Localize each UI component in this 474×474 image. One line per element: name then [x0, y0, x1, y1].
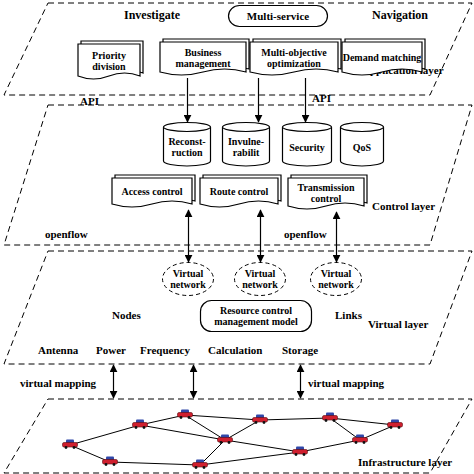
ellipse-outline	[311, 263, 362, 296]
car-icon	[388, 420, 403, 429]
node-label: Invulne- rabilit	[222, 122, 270, 166]
connector-arrow	[193, 365, 194, 398]
node-label: Route control	[200, 178, 278, 210]
model-box: Resource control management model	[200, 300, 312, 332]
connector-arrow	[187, 78, 188, 122]
connector-arrow	[336, 212, 337, 262]
node-label: Access control	[112, 178, 192, 210]
layer-band: Infrastructure layer	[0, 398, 474, 474]
ellipse-outline	[163, 263, 214, 296]
control-box: Transmission control	[288, 178, 364, 212]
node-label: Virtual network	[310, 262, 362, 296]
annotation-label: Investigate	[124, 9, 180, 21]
layer-outline	[4, 251, 472, 364]
connector-label: virtual mapping	[20, 377, 96, 389]
layer-title: Control layer	[372, 200, 435, 212]
box-outline	[201, 301, 312, 332]
car-icon	[323, 413, 338, 422]
annotation-label: API	[312, 92, 331, 104]
application-box: Business management	[160, 42, 246, 78]
car-icon	[193, 460, 208, 469]
node-label: Priority division	[78, 44, 140, 82]
car-icon	[103, 457, 118, 466]
car-icon	[133, 420, 148, 429]
database-cylinder: QoS	[340, 122, 384, 166]
annotation-label: Storage	[282, 344, 318, 356]
database-cylinder: Security	[282, 122, 332, 166]
network-link	[225, 440, 300, 452]
node-label: Virtual network	[162, 262, 214, 296]
connector-arrow	[188, 210, 189, 262]
car-icon	[293, 447, 308, 456]
car-icon	[353, 435, 368, 444]
connector-label: virtual mapping	[308, 377, 384, 389]
node-label: Security	[282, 122, 332, 166]
network-links	[70, 415, 395, 465]
control-box: Access control	[112, 178, 192, 210]
node-label: Multi-objective optimization	[250, 42, 338, 78]
node-label: Transmission control	[288, 178, 364, 212]
connector-arrow	[258, 78, 259, 122]
annotation-label: Links	[335, 309, 362, 321]
application-box: Priority division	[78, 44, 140, 82]
network-link	[140, 425, 225, 465]
annotation-label: API	[80, 95, 99, 107]
cylinder-top	[223, 123, 270, 132]
network-link	[110, 425, 395, 465]
node-label: Virtual network	[234, 262, 286, 296]
node-label: QoS	[340, 122, 384, 166]
layer-title: Virtual layer	[368, 318, 428, 330]
layer-outline	[4, 399, 472, 473]
node-label: Reconst- ruction	[163, 122, 211, 166]
car-icon	[253, 415, 268, 424]
annotation-label: openflow	[45, 228, 88, 240]
annotation-label: Antenna	[38, 344, 78, 356]
network-link	[185, 415, 225, 440]
node-label: Business management	[160, 42, 246, 78]
application-box: Multi-objective optimization	[250, 42, 338, 78]
annotation-label: openflow	[284, 228, 327, 240]
annotation-label: Frequency	[140, 344, 190, 356]
virtual-network-ellipse: Virtual network	[162, 262, 214, 296]
layer-band: Control layer Reconst- ructionInvulne- ra…	[0, 104, 474, 246]
database-cylinder: Invulne- rabilit	[222, 122, 270, 166]
network-link	[70, 415, 395, 445]
layer-outline	[4, 3, 472, 95]
control-box: Route control	[200, 178, 278, 210]
car-icon	[178, 410, 193, 419]
connector-arrow	[113, 365, 114, 398]
cylinder-top	[164, 123, 211, 132]
ellipse-outline	[235, 263, 286, 296]
annotation-label: Nodes	[112, 309, 141, 321]
vehicles	[63, 410, 403, 469]
connector-arrow	[305, 78, 306, 122]
annotation-label: Navigation	[372, 9, 428, 21]
application-box: Demand matching	[342, 42, 422, 78]
node-label: Demand matching	[342, 42, 422, 78]
cylinder-top	[283, 123, 332, 132]
node-label: Multi-service	[228, 5, 328, 27]
virtual-network-ellipse: Virtual network	[234, 262, 286, 296]
annotation-label: Calculation	[208, 344, 262, 356]
connector-arrow	[300, 365, 301, 398]
virtual-network-ellipse: Virtual network	[310, 262, 362, 296]
car-icon	[218, 435, 233, 444]
service-box: Multi-service	[228, 5, 328, 27]
layer-outline	[4, 105, 472, 245]
layer-title: Infrastructure layer	[358, 456, 452, 468]
car-icon	[63, 440, 78, 449]
database-cylinder: Reconst- ruction	[163, 122, 211, 166]
annotation-label: Power	[96, 344, 126, 356]
cylinder-top	[341, 123, 384, 132]
connector-arrow	[260, 210, 261, 262]
box-outline	[229, 6, 328, 27]
node-label: Resource control management model	[200, 300, 312, 332]
